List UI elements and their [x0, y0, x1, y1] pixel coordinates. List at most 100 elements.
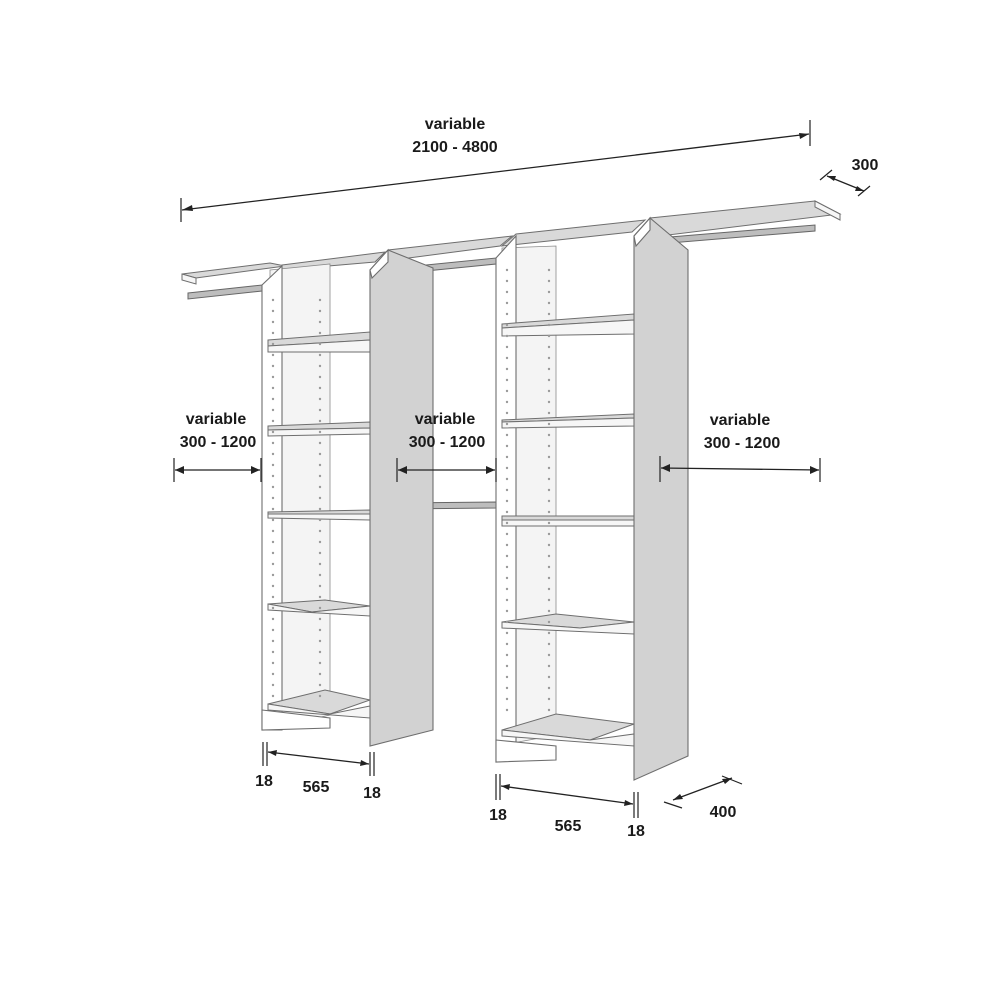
peg-hole — [505, 510, 509, 514]
peg-hole — [505, 488, 509, 492]
peg-hole — [318, 353, 322, 357]
peg-hole — [271, 584, 275, 588]
peg-hole — [547, 499, 551, 503]
peg-hole — [547, 686, 551, 690]
right-tower-panel-right-label: 18 — [627, 823, 645, 840]
peg-hole — [318, 529, 322, 533]
peg-hole — [271, 683, 275, 687]
peg-hole — [505, 587, 509, 591]
peg-hole — [547, 477, 551, 481]
gap-middle-dimension: variable 300 - 1200 — [396, 411, 497, 482]
peg-hole — [505, 675, 509, 679]
peg-hole — [505, 290, 509, 294]
peg-hole — [505, 301, 509, 305]
peg-hole — [318, 331, 322, 335]
peg-hole — [505, 499, 509, 503]
peg-hole — [318, 672, 322, 676]
peg-hole — [505, 268, 509, 272]
tower-depth-label: 400 — [710, 804, 737, 821]
gap-left-dimension: variable 300 - 1200 — [173, 411, 262, 482]
peg-hole — [547, 466, 551, 470]
gap-middle-label-2: 300 - 1200 — [409, 434, 486, 451]
peg-hole — [505, 609, 509, 613]
peg-hole — [318, 408, 322, 412]
peg-hole — [271, 694, 275, 698]
peg-hole — [547, 675, 551, 679]
peg-hole — [505, 565, 509, 569]
overall-width-dimension: variable 2100 - 4800 — [180, 116, 811, 222]
peg-hole — [505, 378, 509, 382]
gap-right-label-1: variable — [710, 412, 771, 429]
tower-depth-dimension: 400 — [663, 775, 743, 821]
peg-hole — [547, 708, 551, 712]
peg-hole — [505, 345, 509, 349]
peg-hole — [271, 507, 275, 511]
peg-hole — [318, 419, 322, 423]
peg-hole — [318, 595, 322, 599]
left-tower-width-dimension: 18 565 18 — [255, 742, 381, 802]
peg-hole — [318, 562, 322, 566]
peg-hole — [547, 653, 551, 657]
peg-hole — [318, 364, 322, 368]
peg-hole — [318, 342, 322, 346]
peg-hole — [547, 587, 551, 591]
peg-hole — [547, 576, 551, 580]
peg-hole — [505, 576, 509, 580]
peg-hole — [547, 301, 551, 305]
peg-hole — [547, 631, 551, 635]
peg-hole — [318, 639, 322, 643]
gap-right-dimension: variable 300 - 1200 — [659, 412, 821, 482]
peg-hole — [271, 430, 275, 434]
peg-hole — [505, 389, 509, 393]
left-tower-inner-width-label: 565 — [303, 779, 330, 796]
peg-hole — [505, 664, 509, 668]
top-depth-dimension: 300 — [819, 157, 878, 197]
peg-hole — [318, 375, 322, 379]
peg-hole — [318, 661, 322, 665]
peg-hole — [505, 686, 509, 690]
peg-hole — [318, 485, 322, 489]
peg-hole — [505, 312, 509, 316]
peg-hole — [271, 496, 275, 500]
peg-hole — [547, 455, 551, 459]
peg-hole — [505, 334, 509, 338]
peg-hole — [318, 452, 322, 456]
peg-hole — [271, 342, 275, 346]
peg-hole — [318, 606, 322, 610]
peg-hole — [505, 543, 509, 547]
right-tower-peg-holes — [505, 268, 551, 712]
peg-hole — [547, 411, 551, 415]
peg-hole — [505, 367, 509, 371]
peg-hole — [547, 609, 551, 613]
peg-hole — [318, 430, 322, 434]
peg-hole — [271, 298, 275, 302]
left-tower-panel-left-label: 18 — [255, 773, 273, 790]
peg-hole — [547, 323, 551, 327]
peg-hole — [271, 562, 275, 566]
peg-hole — [271, 606, 275, 610]
peg-hole — [547, 367, 551, 371]
peg-hole — [547, 279, 551, 283]
peg-hole — [505, 323, 509, 327]
peg-hole — [505, 697, 509, 701]
peg-hole — [505, 631, 509, 635]
peg-hole — [318, 617, 322, 621]
overall-width-label-2: 2100 - 4800 — [412, 139, 498, 156]
peg-hole — [505, 356, 509, 360]
peg-hole — [318, 507, 322, 511]
peg-hole — [505, 642, 509, 646]
peg-hole — [547, 642, 551, 646]
peg-hole — [271, 364, 275, 368]
peg-hole — [547, 543, 551, 547]
gap-left-label-1: variable — [186, 411, 247, 428]
peg-hole — [547, 620, 551, 624]
peg-hole — [318, 650, 322, 654]
peg-hole — [505, 620, 509, 624]
peg-hole — [547, 664, 551, 668]
peg-hole — [271, 353, 275, 357]
gap-middle-label-1: variable — [415, 411, 476, 428]
peg-hole — [318, 320, 322, 324]
peg-hole — [547, 565, 551, 569]
peg-hole — [271, 518, 275, 522]
peg-hole — [318, 474, 322, 478]
